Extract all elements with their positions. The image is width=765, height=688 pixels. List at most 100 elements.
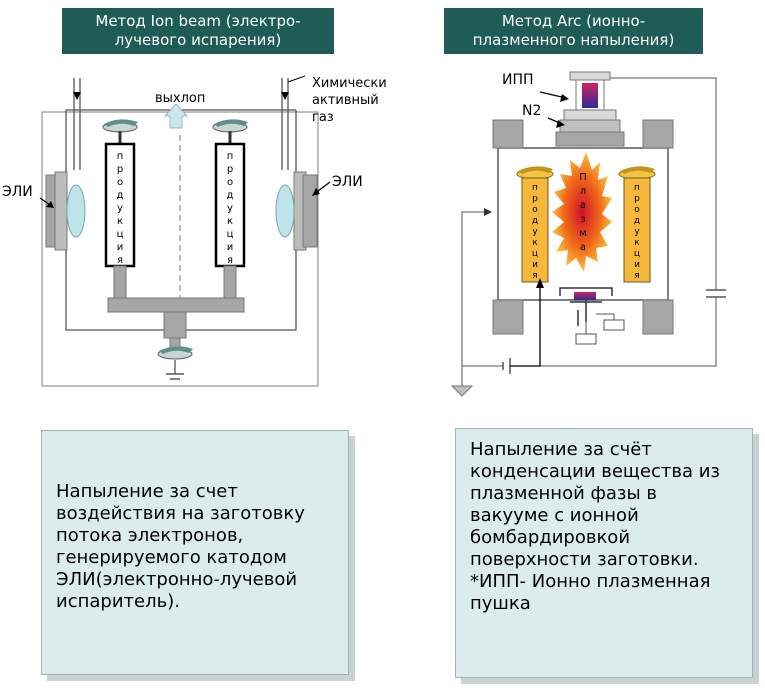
ion-beam-header: Метод Ion beam (электро- лучевого испаре…	[62, 8, 334, 54]
product-letter: к	[227, 216, 233, 227]
product-letter: и	[117, 242, 124, 253]
product-letter: п	[532, 183, 538, 193]
description-line: *ИПП- Ионно плазменная	[470, 571, 711, 592]
arrow-icon	[560, 94, 569, 102]
product-bar-left	[104, 142, 136, 268]
product-letter: п	[117, 151, 124, 162]
product-letter: и	[227, 242, 234, 253]
product-letter: у	[634, 227, 640, 237]
plasma-letter: з	[580, 214, 585, 225]
description-line: поверхности заготовки.	[470, 549, 699, 570]
arrow-icon	[484, 208, 492, 216]
ion-beam-description: Напыление за счет воздействия на заготов…	[41, 430, 349, 675]
eli-lens-icon	[66, 184, 86, 238]
holder-top-left	[516, 166, 554, 180]
arc-diagram: П л а з м а п р о д у к ц и я	[450, 71, 726, 397]
product-letter: к	[532, 238, 538, 248]
product-letter: п	[634, 183, 640, 193]
product-letter: ц	[227, 229, 234, 240]
product-letter: п	[227, 151, 234, 162]
product-letter: я	[532, 271, 537, 281]
product-letter: р	[117, 164, 123, 175]
exhaust-label: выхлоп	[155, 91, 205, 106]
plasma-letter: П	[579, 172, 587, 183]
description-line: воздействия на заготовку	[56, 503, 305, 524]
product-letter: д	[227, 190, 234, 201]
ipp-label: ИПП	[502, 72, 534, 88]
rotation-drive-icon	[157, 346, 193, 360]
plasma-flame	[552, 152, 612, 272]
gas-label: газ	[312, 110, 334, 125]
product-letter: д	[634, 216, 640, 226]
arc-cathode	[559, 287, 625, 345]
header-line: плазменного напыления)	[472, 31, 675, 49]
product-letter: к	[634, 238, 640, 248]
product-letter: у	[227, 203, 233, 214]
arrow-up-icon	[536, 278, 544, 288]
diagrams: п р о д у к ц и я п р о д у к ц и я	[2, 71, 726, 397]
product-bar-left	[521, 177, 549, 283]
plasma-letter: а	[580, 200, 586, 211]
product-letter: о	[634, 205, 640, 215]
header-line: Метод Arc (ионно-	[501, 12, 646, 30]
product-letter: и	[634, 260, 640, 270]
eli-lens-icon	[275, 184, 295, 238]
description-line: испаритель).	[56, 591, 180, 612]
arc-description: Напыление за счёт конденсации вещества и…	[455, 428, 753, 678]
product-letter: я	[634, 271, 639, 281]
arrow-icon	[46, 201, 54, 208]
holder-top-right	[212, 119, 248, 144]
product-letter: к	[117, 216, 123, 227]
description-line: ЭЛИ(электронно-лучевой	[56, 569, 298, 590]
description-line: генерируемого катодом	[56, 547, 287, 568]
product-letter: ц	[117, 229, 124, 240]
product-letter: у	[532, 227, 538, 237]
header-line: лучевого испарения)	[114, 31, 282, 49]
exhaust-arrow-icon	[164, 103, 188, 129]
plasma-gun-core	[582, 83, 598, 108]
product-letter: о	[117, 177, 123, 188]
holder-top-right	[618, 166, 656, 180]
description-line: Напыление за счёт	[470, 439, 652, 460]
chamber-wall	[65, 110, 297, 331]
description-line: конденсации вещества из	[470, 461, 720, 482]
gas-label: Химически	[312, 76, 387, 91]
gas-label: активный	[312, 93, 379, 108]
holder-bar	[107, 297, 245, 313]
description-line: потока электронов,	[56, 525, 244, 546]
product-letter: у	[117, 203, 123, 214]
description-line: пушка	[470, 593, 531, 614]
product-letter: р	[227, 164, 233, 175]
ion-beam-diagram: п р о д у к ц и я п р о д у к ц и я	[2, 75, 387, 387]
arrow-icon	[556, 120, 565, 128]
product-letter: ц	[634, 249, 640, 259]
arrow-down-icon	[281, 92, 289, 100]
product-letter: р	[634, 194, 640, 204]
product-letter: о	[227, 177, 233, 188]
eli-label: ЭЛИ	[2, 184, 33, 200]
description-line: бомбардировкой	[470, 527, 631, 548]
product-letter: р	[532, 194, 538, 204]
product-letter: д	[532, 216, 538, 226]
product-letter: д	[117, 190, 124, 201]
product-bar-right	[623, 177, 651, 283]
product-letter: и	[532, 260, 538, 270]
header-line: Метод Ion beam (электро-	[95, 12, 301, 30]
product-letter: я	[227, 255, 233, 266]
description-line: вакууме с ионной	[470, 505, 639, 526]
ground-icon	[450, 385, 474, 397]
holder-top-left	[102, 119, 138, 144]
product-letter: ц	[532, 249, 538, 259]
plasma-letter: л	[580, 186, 586, 197]
product-bar-right	[214, 142, 246, 268]
plasma-letter: а	[580, 242, 586, 253]
product-letter: о	[532, 205, 538, 215]
description-line: Напыление за счет	[56, 481, 238, 502]
arrow-down-icon	[73, 92, 81, 100]
product-letter: я	[117, 255, 123, 266]
n2-label: N2	[522, 103, 541, 119]
plasma-letter: м	[579, 228, 587, 239]
arc-header: Метод Arc (ионно- плазменного напыления)	[444, 8, 703, 54]
description-line: плазменной фазы в	[470, 483, 658, 504]
eli-label: ЭЛИ	[332, 174, 363, 190]
